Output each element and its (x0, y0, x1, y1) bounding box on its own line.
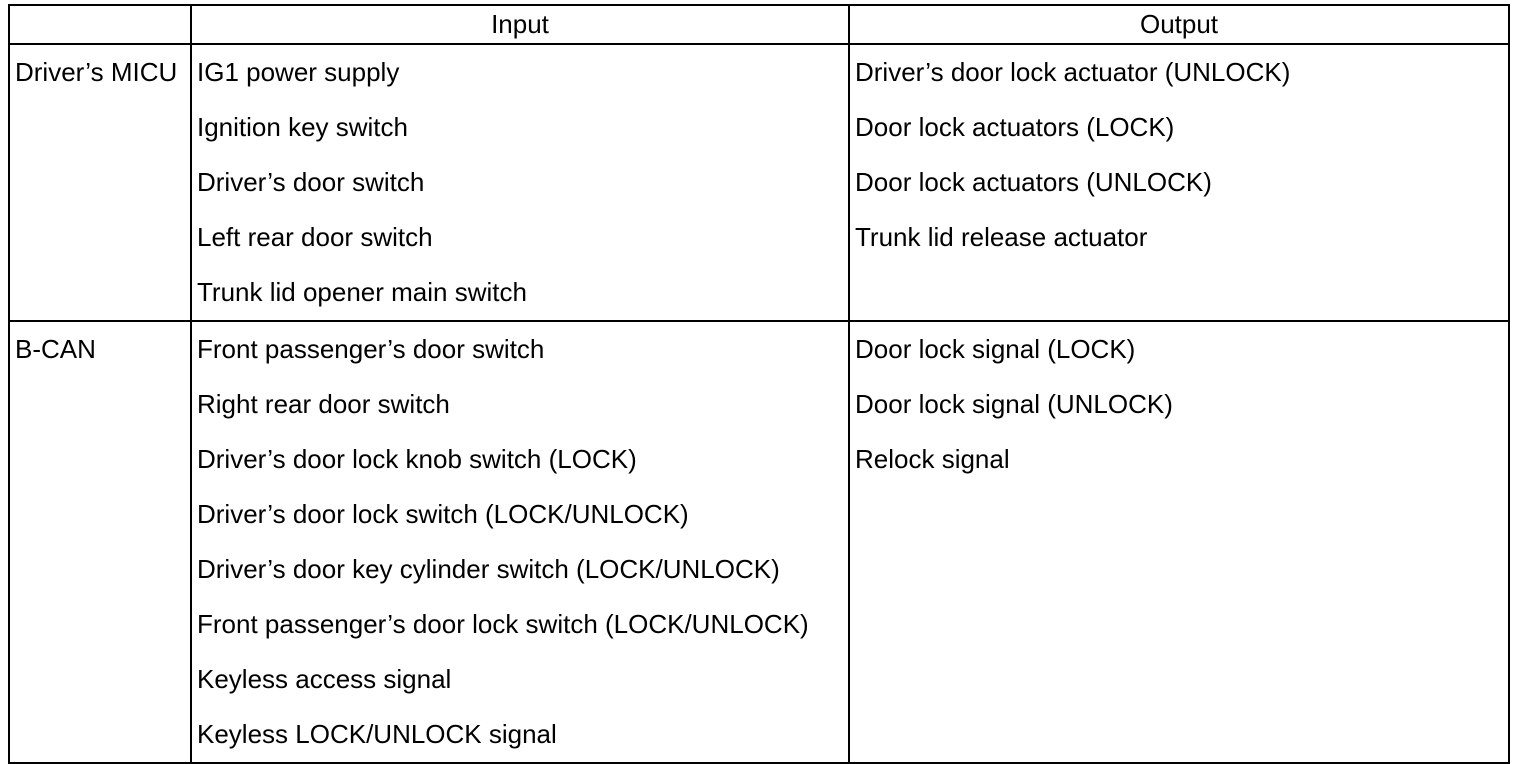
table-row: B-CAN Front passenger’s door switch Righ… (8, 320, 1510, 764)
output-list: Driver’s door lock actuator (UNLOCK) Doo… (855, 45, 1508, 265)
input-cell: IG1 power supply Ignition key switch Dri… (190, 43, 850, 322)
table-row: Driver’s MICU IG1 power supply Ignition … (8, 43, 1510, 322)
column-header-output: Output (848, 4, 1510, 45)
list-item: Front passenger’s door switch (197, 334, 545, 364)
table-header-row: Input Output (8, 4, 1510, 45)
input-list: IG1 power supply Ignition key switch Dri… (197, 45, 848, 320)
list-item: Driver’s door switch (197, 167, 425, 197)
system-cell: Driver’s MICU (8, 43, 192, 322)
input-cell: Front passenger’s door switch Right rear… (190, 320, 850, 764)
list-item: Relock signal (855, 444, 1010, 474)
list-item: Trunk lid opener main switch (197, 277, 527, 307)
output-cell: Door lock signal (LOCK) Door lock signal… (848, 320, 1510, 764)
list-item: Left rear door switch (197, 222, 433, 252)
list-item: Right rear door switch (197, 389, 450, 419)
list-item: Driver’s door lock knob switch (LOCK) (197, 444, 637, 474)
table-body: Driver’s MICU IG1 power supply Ignition … (8, 43, 1510, 764)
system-label: Driver’s MICU (15, 57, 178, 87)
table-header: Input Output (8, 4, 1510, 45)
column-header-system (8, 4, 192, 45)
list-item: Driver’s door lock actuator (UNLOCK) (855, 57, 1291, 87)
list-item: Door lock signal (LOCK) (855, 334, 1136, 364)
list-item: IG1 power supply (197, 57, 400, 87)
list-item: Driver’s door lock switch (LOCK/UNLOCK) (197, 499, 689, 529)
system-label: B-CAN (15, 334, 96, 364)
list-item: Front passenger’s door lock switch (LOCK… (197, 609, 809, 639)
list-item: Door lock actuators (LOCK) (855, 112, 1175, 142)
output-list: Door lock signal (LOCK) Door lock signal… (855, 322, 1508, 487)
document-page: Input Output Driver’s MICU IG1 power sup… (8, 4, 1510, 764)
list-item: Keyless LOCK/UNLOCK signal (197, 719, 557, 749)
column-header-input: Input (190, 4, 850, 45)
system-cell: B-CAN (8, 320, 192, 764)
output-cell: Driver’s door lock actuator (UNLOCK) Doo… (848, 43, 1510, 322)
list-item: Driver’s door key cylinder switch (LOCK/… (197, 554, 780, 584)
input-list: Front passenger’s door switch Right rear… (197, 322, 848, 762)
list-item: Door lock signal (UNLOCK) (855, 389, 1173, 419)
list-item: Ignition key switch (197, 112, 408, 142)
input-output-specification-table: Input Output Driver’s MICU IG1 power sup… (8, 4, 1510, 764)
list-item: Door lock actuators (UNLOCK) (855, 167, 1212, 197)
list-item: Trunk lid release actuator (855, 222, 1148, 252)
list-item: Keyless access signal (197, 664, 452, 694)
